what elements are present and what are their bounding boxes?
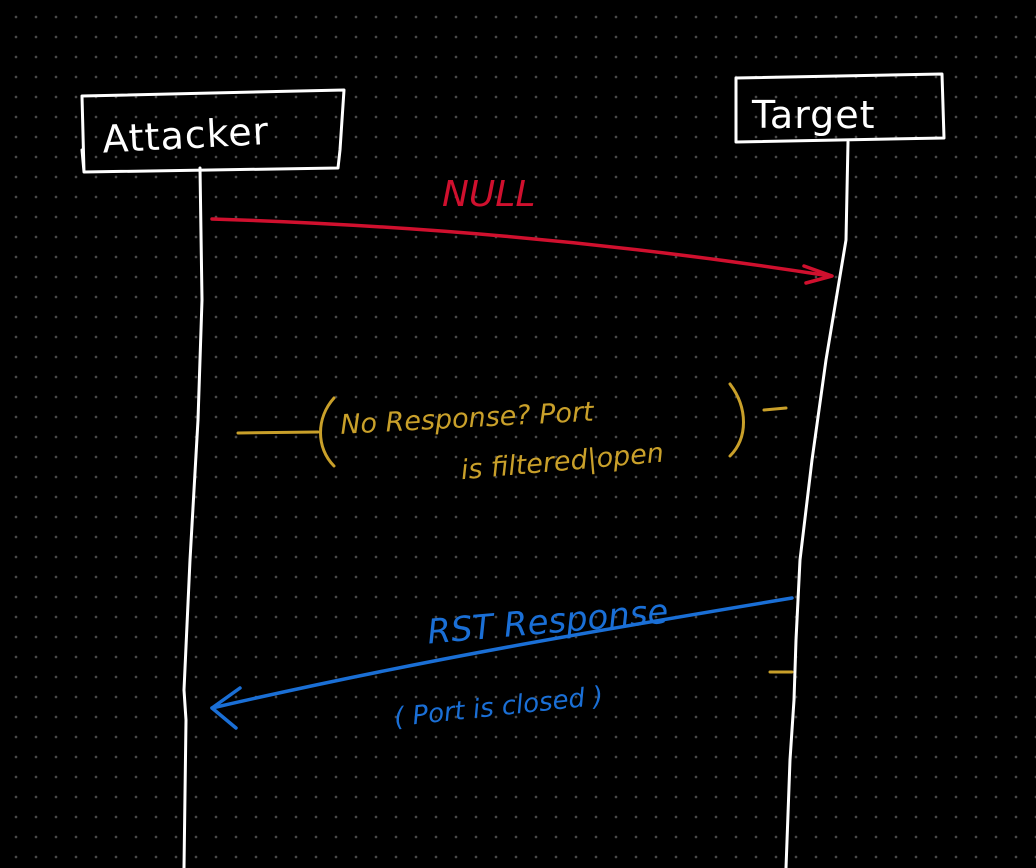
null-label: NULL <box>442 174 535 215</box>
target-box <box>734 72 946 144</box>
rst-message: RST Response ( Port is closed ) <box>210 592 794 733</box>
target-label: Target <box>751 93 876 137</box>
attacker-label: Attacker <box>101 109 270 162</box>
attacker-participant: Attacker <box>80 88 346 174</box>
attacker-box <box>80 88 346 174</box>
null-arrow-line <box>210 217 832 278</box>
no-response-close-paren <box>728 382 745 458</box>
no-response-line1: No Response? Port <box>340 397 596 441</box>
target-lifeline <box>784 140 850 868</box>
no-response-line2: is filtered|open <box>460 438 666 487</box>
rst-label: RST Response <box>426 592 670 653</box>
rst-arrowhead <box>210 686 242 730</box>
attacker-lifeline <box>182 166 204 868</box>
null-arrowhead <box>802 264 834 285</box>
target-participant: Target <box>734 72 946 144</box>
rst-arrow-line <box>210 596 794 710</box>
no-response-left-dash <box>236 430 320 435</box>
rst-note: ( Port is closed ) <box>393 681 605 733</box>
no-response-open-paren <box>319 396 336 468</box>
no-response-right-dash <box>762 406 788 412</box>
null-message: NULL <box>210 174 834 285</box>
